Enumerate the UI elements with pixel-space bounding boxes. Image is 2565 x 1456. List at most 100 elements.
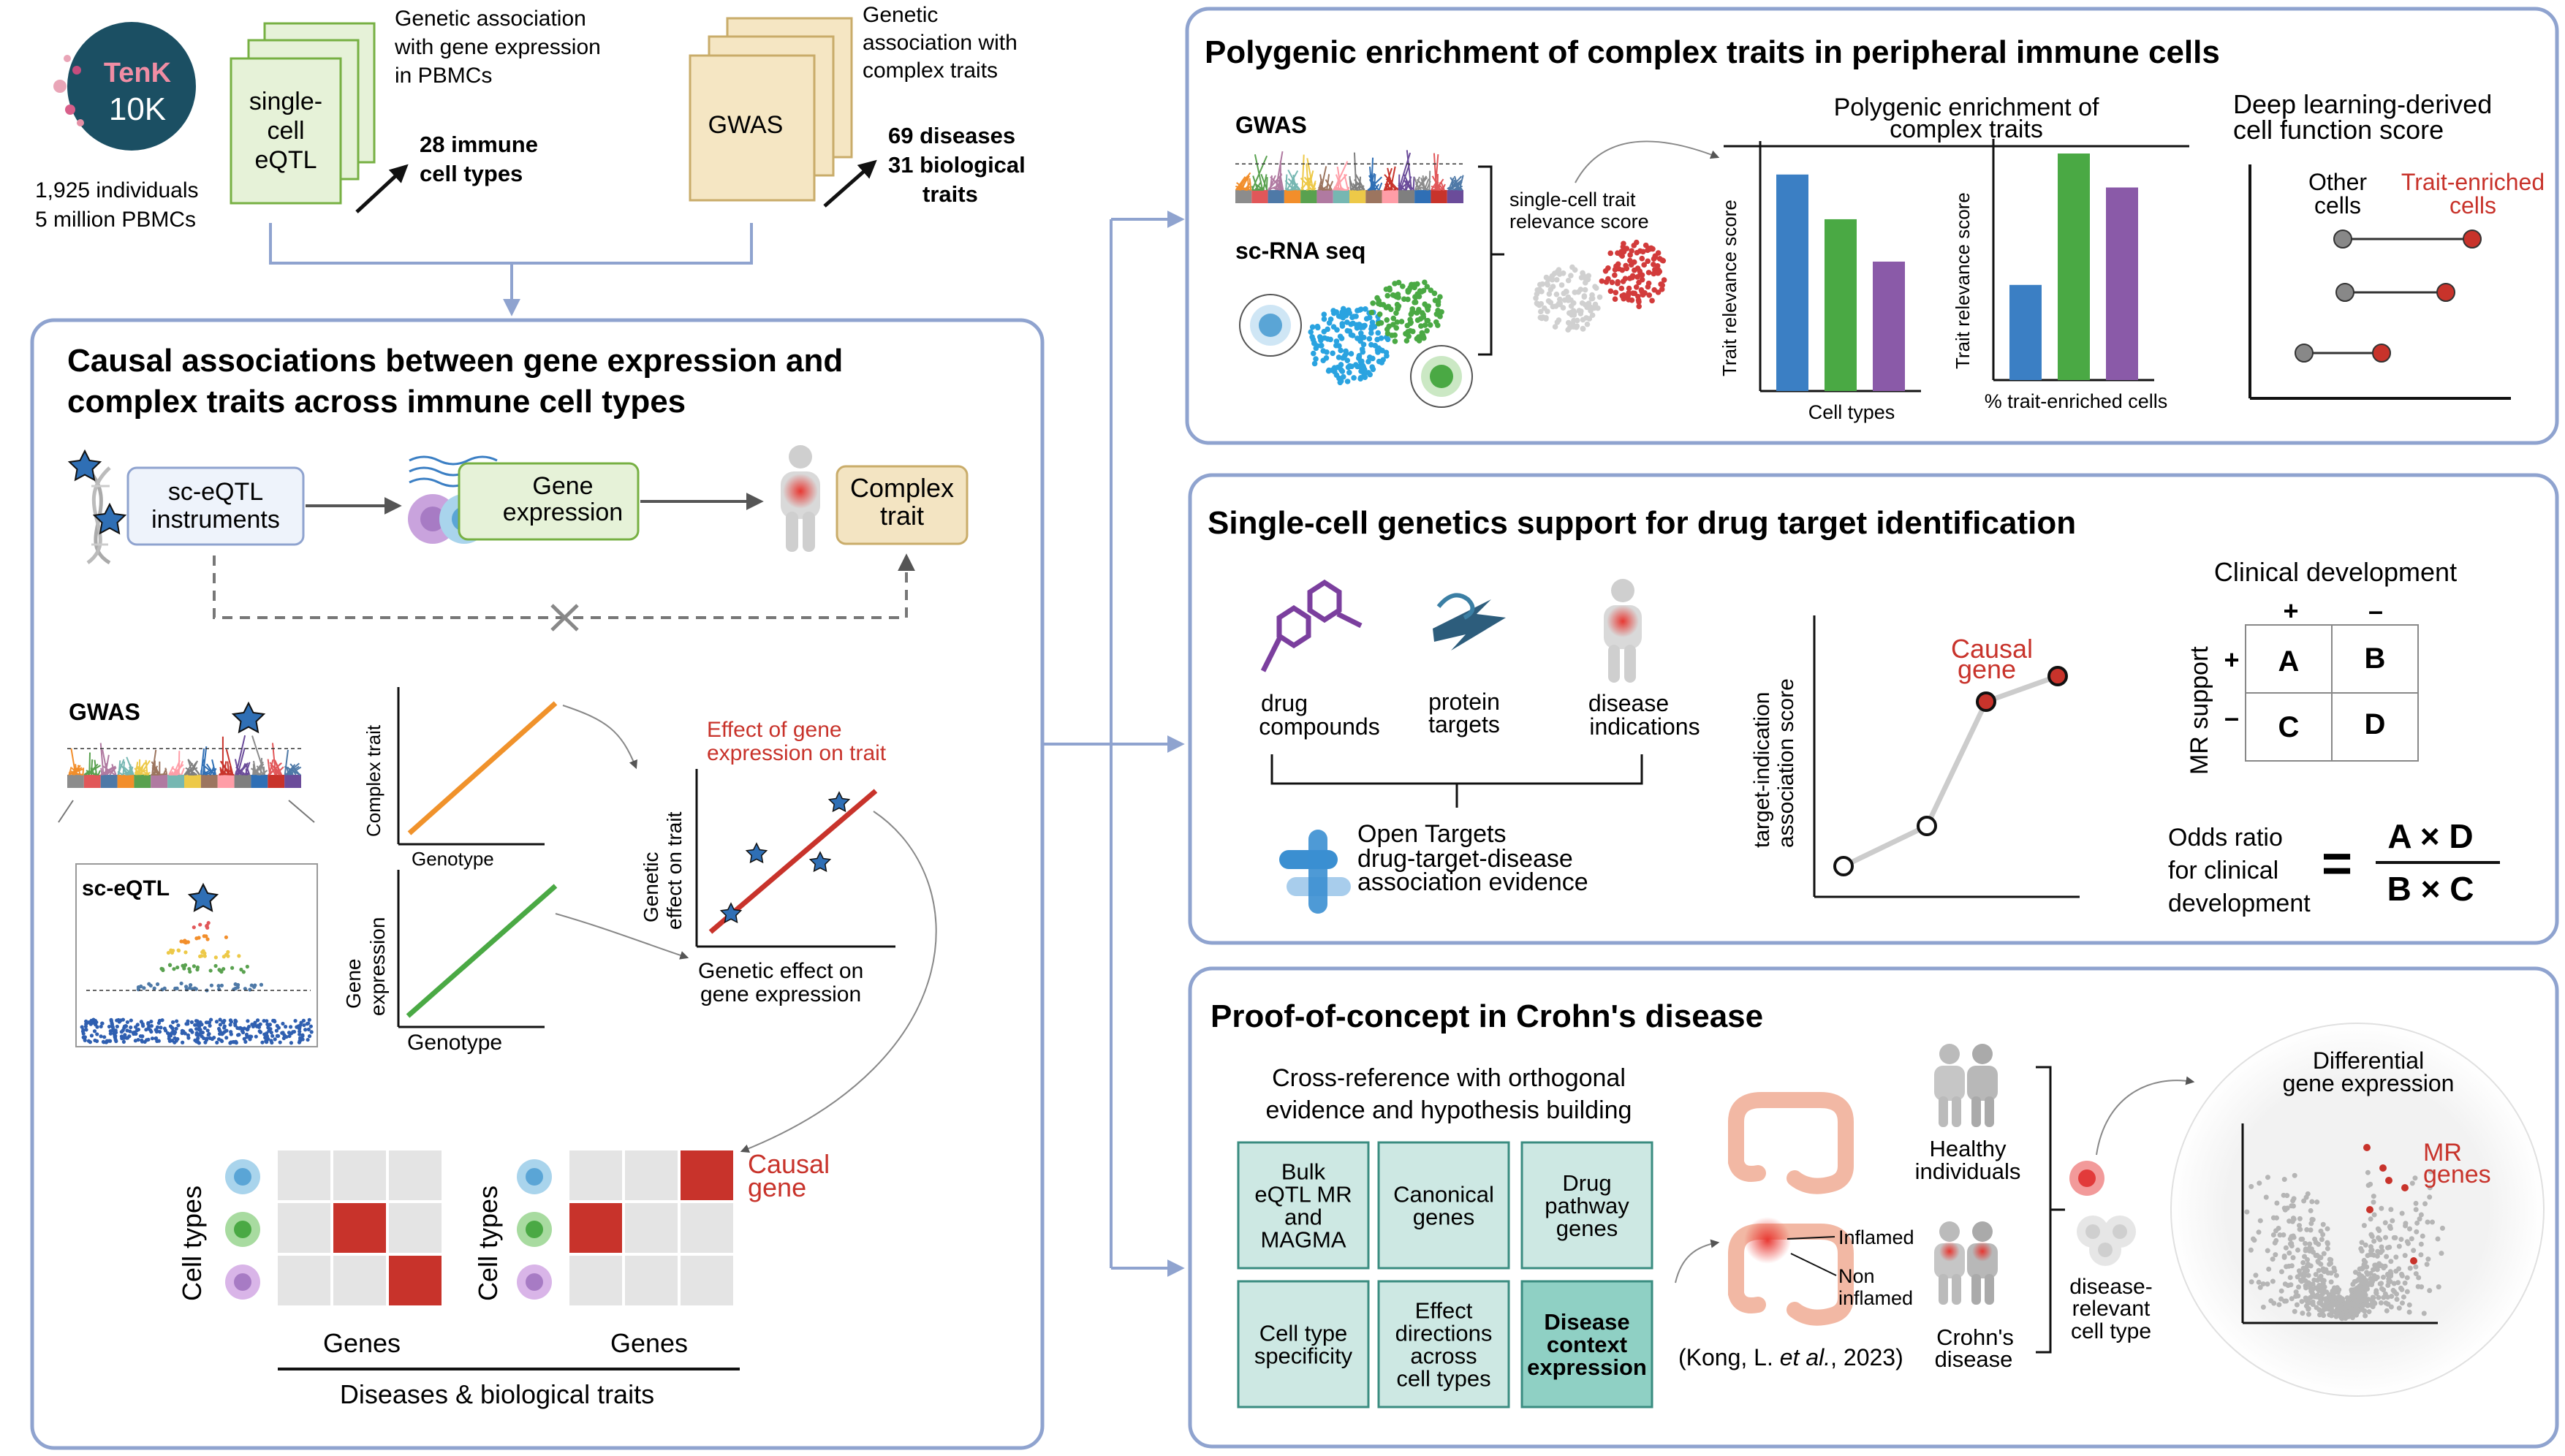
evidence-box-label: pathway	[1545, 1193, 1629, 1218]
evidence-box-label: eQTL MR	[1254, 1182, 1352, 1207]
bar	[1873, 261, 1905, 391]
snp-mark	[253, 760, 257, 776]
eqtl-point	[298, 1039, 302, 1043]
gene-point	[2401, 1294, 2406, 1300]
cell-point	[1351, 314, 1357, 319]
cell-point	[1568, 273, 1574, 278]
eqtl-point	[270, 1040, 274, 1045]
gene-point	[2282, 1298, 2287, 1304]
cell-point	[1351, 375, 1357, 381]
disease-cell-1: disease-	[2069, 1275, 2152, 1299]
gene-point	[2291, 1216, 2297, 1221]
gene-point	[2270, 1278, 2276, 1284]
cell-point	[1387, 285, 1393, 292]
gene-point	[2327, 1295, 2333, 1301]
gene-point	[2303, 1194, 2309, 1200]
eqtl-point	[272, 1018, 276, 1023]
eqtl-point	[83, 1038, 87, 1042]
cell-icon	[1430, 365, 1453, 388]
gene-point	[2333, 1313, 2339, 1319]
eqtl-point	[136, 1037, 140, 1042]
poly-arrow	[1575, 140, 1720, 183]
gene-point	[2300, 1311, 2306, 1316]
gene-point	[2406, 1309, 2412, 1315]
cell-point	[1655, 270, 1662, 276]
disease-cell-3: cell type	[2071, 1319, 2151, 1343]
patient-icon	[1604, 579, 1642, 683]
gene-point	[2299, 1299, 2305, 1305]
cell-point	[1420, 311, 1426, 318]
eqtl-point	[167, 1034, 172, 1039]
cell-point	[1641, 262, 1647, 268]
chromosome-segment	[100, 775, 118, 788]
cell-point	[1621, 292, 1627, 298]
gene-point	[2371, 1267, 2376, 1273]
eqtl-point	[237, 954, 241, 958]
cell-point	[1372, 343, 1379, 349]
eqtl-point	[113, 1038, 118, 1042]
snp-mark	[1420, 178, 1426, 191]
gene-point	[2306, 1245, 2312, 1251]
snp-mark	[1265, 177, 1268, 191]
enrich-title-1: Polygenic enrichment of	[1834, 94, 2099, 121]
evidence-box	[1237, 1141, 1370, 1270]
eqtl-desc-1: Genetic association	[395, 7, 586, 31]
cell-point	[1542, 305, 1547, 311]
cell-point	[1545, 281, 1551, 288]
snp-mark	[205, 767, 217, 776]
crohn-arrow	[1675, 1239, 1720, 1284]
gene-point	[2387, 1225, 2393, 1231]
pleiotropy-path	[213, 553, 915, 619]
eqtl-point	[228, 1023, 232, 1027]
eqtl-point	[198, 1020, 202, 1025]
snp-mark	[1441, 183, 1446, 191]
cell-a: A	[2278, 645, 2300, 678]
eqtl-point	[197, 1024, 202, 1029]
cell-point	[1651, 261, 1656, 268]
cell-point	[1405, 287, 1411, 294]
gene-point	[2315, 1259, 2321, 1264]
eqtl-result-arrow	[355, 164, 409, 213]
odds-denominator: B × C	[2387, 870, 2474, 908]
cell-point	[1344, 379, 1351, 384]
cell-point	[1309, 324, 1316, 330]
eqtl-point	[309, 1030, 314, 1034]
bar	[1776, 174, 1808, 391]
healthy-1: Healthy	[1929, 1136, 2007, 1161]
eqtl-point	[180, 1028, 184, 1033]
eqtl-point	[159, 1025, 163, 1030]
cell-point	[1314, 325, 1321, 331]
gene-point	[2349, 1315, 2355, 1321]
cell-point	[1433, 319, 1439, 325]
eqtl-point	[113, 1034, 118, 1038]
eqtl-point	[240, 1030, 246, 1035]
open-targets-2: drug-target-disease	[1357, 845, 1573, 873]
bar-chart-cell-types	[1759, 141, 1921, 393]
eqtl-point	[92, 1029, 97, 1034]
chromosome-segment	[1431, 190, 1447, 203]
eqtl-point	[209, 983, 214, 987]
cell-point	[1338, 367, 1344, 373]
cell-point	[1390, 315, 1397, 322]
gene-point	[2328, 1270, 2334, 1276]
cell-point	[1583, 280, 1588, 286]
gene-point	[2295, 1274, 2300, 1280]
cell-point	[1323, 355, 1330, 361]
eqtl-point	[200, 1034, 204, 1039]
person-icon	[781, 445, 820, 552]
snp-mark	[1416, 177, 1428, 191]
cell-point	[1392, 332, 1398, 338]
eqtl-point	[183, 985, 189, 989]
tenk-logo-bottom: 10K	[109, 91, 166, 127]
cell-point	[1640, 292, 1646, 298]
cell-point	[1428, 287, 1434, 293]
non-inflamed-leader	[1790, 1253, 1837, 1276]
eqtl-point	[129, 1018, 133, 1023]
eqtl-card-line2: cell	[267, 117, 304, 145]
gene-point	[2388, 1207, 2394, 1213]
volcano-circle	[2170, 1023, 2545, 1397]
gene-point	[2316, 1267, 2322, 1273]
chromosome-segment	[1447, 190, 1463, 203]
star-icon	[719, 902, 743, 924]
other-cells-2: cells	[2314, 192, 2361, 219]
